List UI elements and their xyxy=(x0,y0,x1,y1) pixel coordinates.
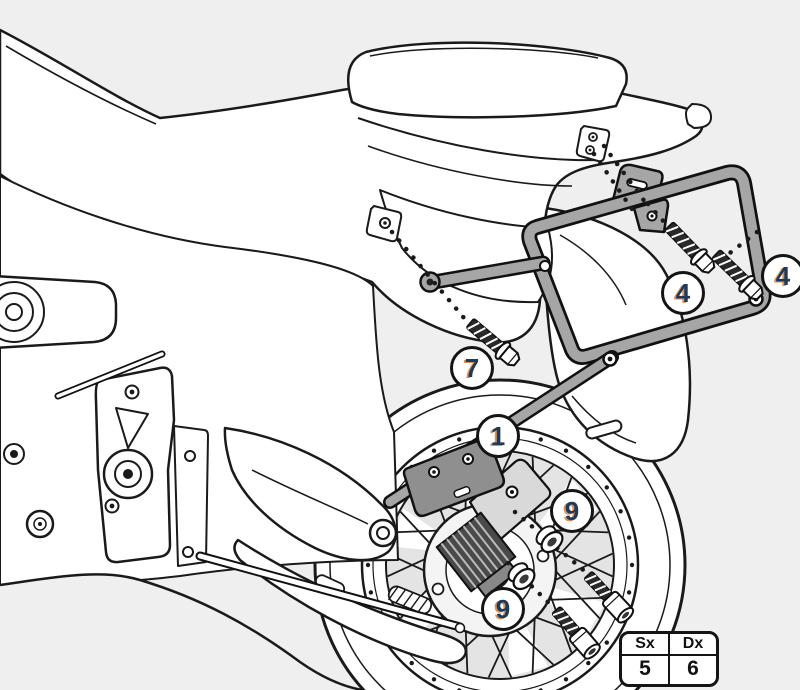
hub-brackets xyxy=(402,437,552,598)
tail-mount-bracket xyxy=(575,125,611,163)
callout-9-lower: 9 xyxy=(481,587,525,631)
callout-1: 1 xyxy=(476,414,520,458)
callout-7: 7 xyxy=(450,346,494,390)
side-quantity-table: Sx Dx 5 6 xyxy=(619,631,719,687)
underside-silhouette xyxy=(0,573,363,690)
engine-cover xyxy=(173,425,209,567)
callout-9-upper: 9 xyxy=(550,489,594,533)
callout-4-right-number: 4 xyxy=(775,261,791,291)
rack-front-arm xyxy=(429,258,548,287)
ribbed-block xyxy=(435,511,519,598)
flange-bolt-4-left-icon xyxy=(660,218,720,278)
table-header-row: Sx Dx xyxy=(622,634,716,656)
swingarm xyxy=(195,426,468,665)
table-header-dx: Dx xyxy=(670,634,716,656)
callout-7-number: 7 xyxy=(464,353,480,383)
callout-9-upper-number: 9 xyxy=(564,496,580,526)
table-header-sx: Sx xyxy=(622,634,670,656)
passenger-seat xyxy=(347,41,628,119)
fender-slot xyxy=(585,419,623,440)
callout-1-number: 1 xyxy=(490,421,506,451)
rack-frame-tube xyxy=(524,167,769,363)
callout-4-left: 4 xyxy=(661,271,705,315)
rear-fender xyxy=(543,206,692,463)
table-value-row: 5 6 xyxy=(622,656,716,684)
tail-tip xyxy=(685,103,713,129)
callout-4-left-number: 4 xyxy=(675,278,691,308)
table-value-dx: 6 xyxy=(687,657,699,680)
table-value-sx: 5 xyxy=(622,656,670,684)
callout-9-lower-number: 9 xyxy=(495,594,511,624)
callout-4-right: 4 xyxy=(761,254,800,298)
pannier-rack xyxy=(383,163,772,509)
